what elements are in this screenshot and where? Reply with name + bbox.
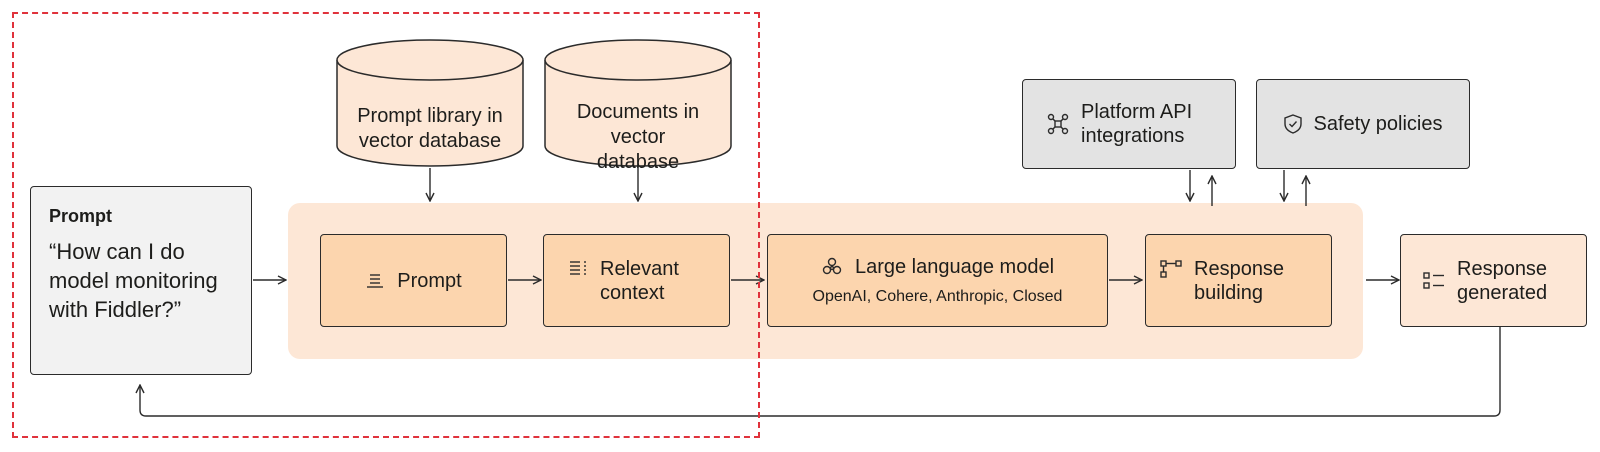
vector-db-documents: Documents in vector database — [543, 38, 733, 173]
platform-api-label: Platform API integrations — [1081, 101, 1193, 147]
flow-blocks-icon — [1160, 259, 1182, 279]
highlight-region — [12, 12, 760, 438]
list-icon — [568, 259, 588, 277]
cylinder-shape — [336, 39, 524, 167]
vector-db-prompt-library-label: Prompt library in vector database — [357, 105, 503, 152]
vector-db-prompt-library: Prompt library in vector database — [335, 38, 525, 168]
model-cluster-icon — [821, 257, 843, 277]
response-generated-label: Response generated — [1457, 257, 1548, 304]
llm-node: Large language model OpenAI, Cohere, Ant… — [767, 234, 1108, 327]
prompt-input-question: “How can I do model monitoring with Fidd… — [49, 239, 218, 322]
platform-api-box: Platform API integrations — [1022, 79, 1236, 169]
prompt-node-label: Prompt — [397, 269, 462, 292]
prompt-node: Prompt — [320, 234, 507, 327]
shield-icon — [1283, 114, 1302, 134]
llm-node-label: Large language model — [854, 255, 1055, 278]
text-lines-icon — [365, 272, 385, 290]
llm-providers: OpenAI, Cohere, Anthropic, Closed — [812, 287, 1063, 305]
response-building-node-label: Response building — [1194, 258, 1285, 304]
relevant-context-node-label: Relevant context — [600, 258, 679, 304]
safety-policies-box: Safety policies — [1256, 79, 1470, 169]
safety-policies-label: Safety policies — [1313, 113, 1443, 135]
network-nodes-icon — [1047, 113, 1069, 135]
vector-db-documents-label: Documents in vector database — [576, 101, 700, 173]
feedback-loop-arrow — [140, 327, 1501, 417]
checklist-icon — [1423, 271, 1445, 291]
response-building-node: Response building — [1145, 234, 1332, 327]
prompt-input-box: Prompt “How can I do model monitoring wi… — [30, 186, 252, 375]
prompt-input-title: Prompt — [49, 206, 112, 226]
cylinder-shape — [544, 39, 732, 167]
response-generated-box: Response generated — [1400, 234, 1587, 327]
relevant-context-node: Relevant context — [543, 234, 730, 327]
